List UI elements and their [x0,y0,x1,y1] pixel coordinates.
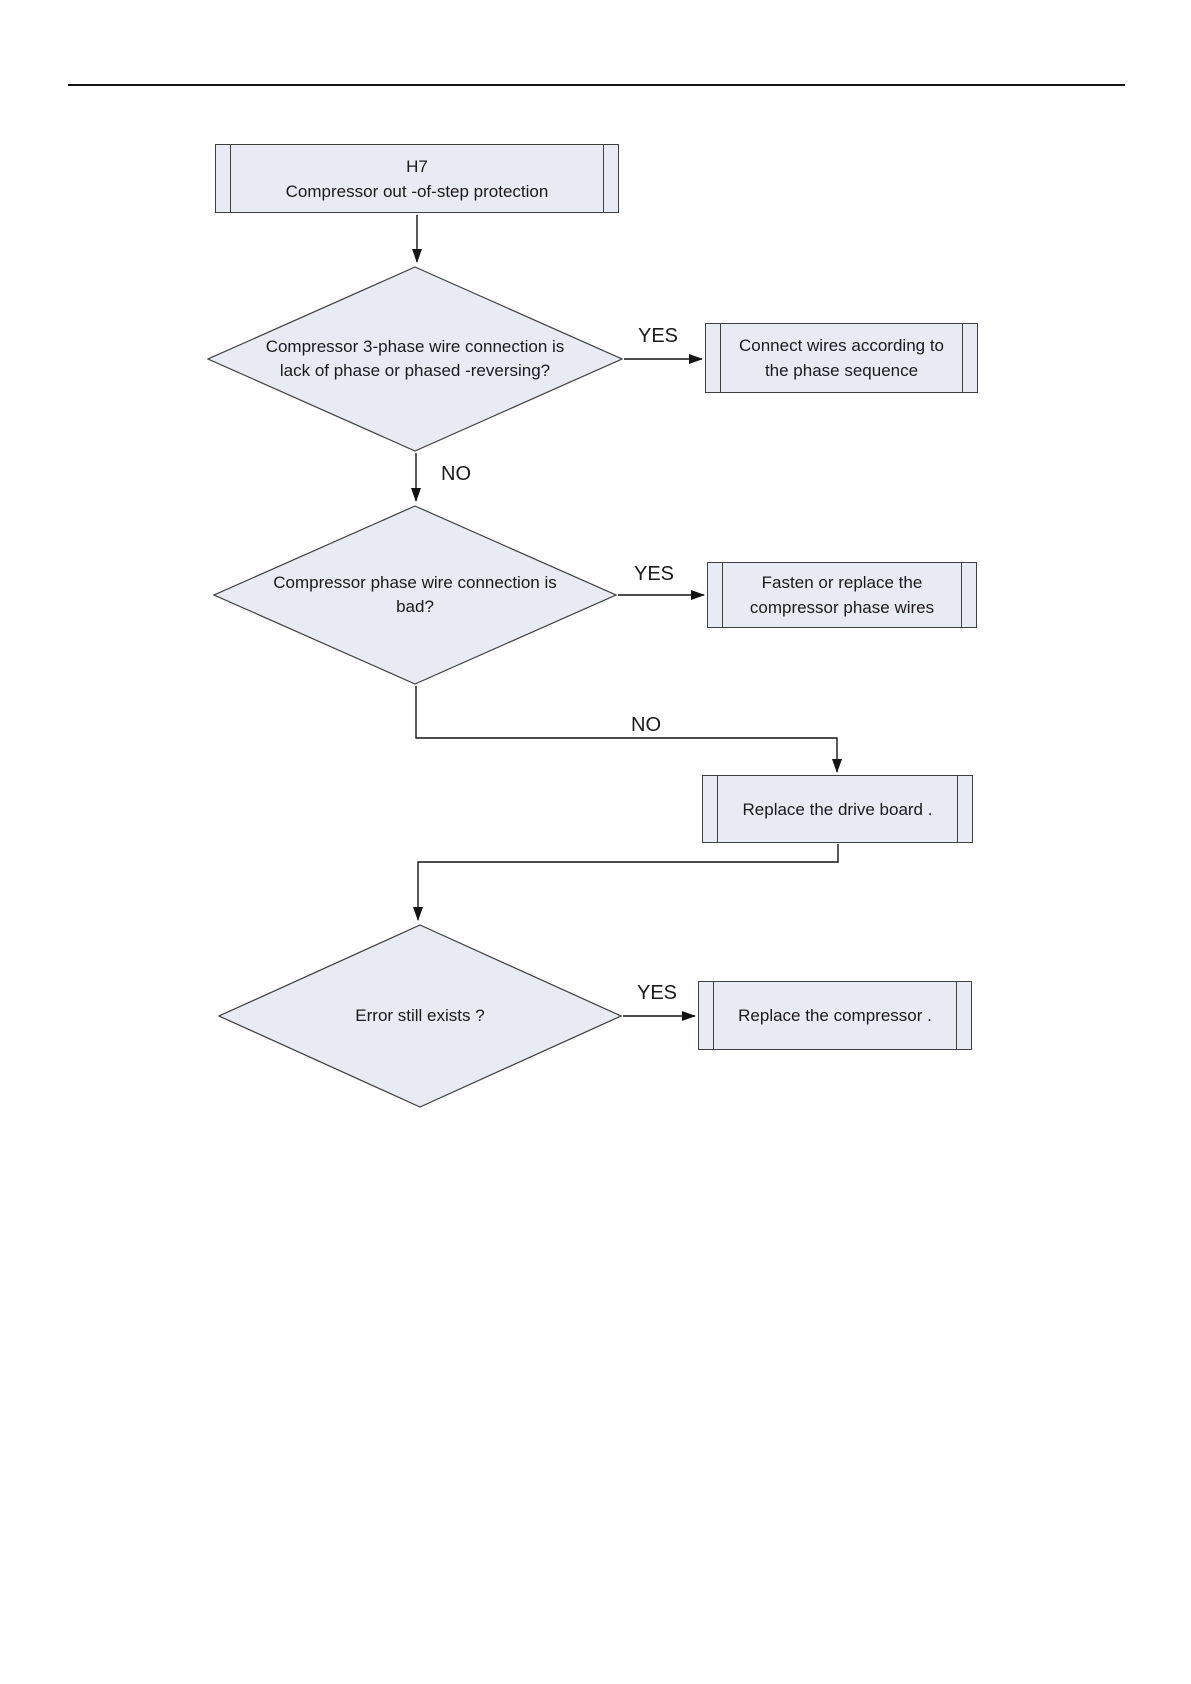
diamond-shape [218,924,622,1108]
action-connect-wires-text: Connect wires according to the phase seq… [724,324,959,392]
diamond-shape [207,266,623,452]
decision-3phase-line1: Compressor 3-phase wire connection is [265,337,565,356]
decision-phase-wire-line1: Compressor phase wire connection is [273,573,557,592]
decision-3phase-line2: lack of phase or phased -reversing? [279,361,551,380]
edge-label-d2-no: NO [631,714,661,736]
decision-phase-wire-bad: Compressor phase wire connection is bad? [213,505,617,685]
diamond-shape [213,505,617,685]
edge-action3-to-decision3 [413,844,839,921]
action-replace-drive-board-line1: Replace the drive board . [742,799,933,819]
edge-label-d2-yes: YES [634,563,675,585]
edge-label-d1-yes: YES [638,325,679,347]
action-fasten-phase-wires-text: Fasten or replace the compressor phase w… [726,563,958,627]
decision-phase-wire-text: Compressor phase wire connection is bad? [219,505,611,685]
action-fasten-phase-wires: Fasten or replace the compressor phase w… [707,562,977,628]
start-node-h7: H7 Compressor out -of-step protection [215,144,619,213]
action-connect-wires-line1: Connect wires according to [738,336,945,355]
decision-3phase-text: Compressor 3-phase wire connection is la… [213,266,617,452]
action-connect-wires: Connect wires according to the phase seq… [705,323,978,393]
action-replace-compressor-text: Replace the compressor . [717,982,953,1049]
page-header-rule [68,84,1125,86]
decision-error-line1: Error still exists ? [355,1006,485,1025]
start-node-subtitle: Compressor out -of-step protection [285,181,549,201]
decision-error-text: Error still exists ? [224,924,616,1108]
action-replace-compressor: Replace the compressor . [698,981,972,1050]
decision-error-still-exists: Error still exists ? [218,924,622,1108]
edge-label-d1-no: NO [441,463,471,485]
decision-phase-wire-line2: bad? [396,597,434,616]
edge-label-d3-yes: YES [637,982,678,1004]
action-connect-wires-line2: the phase sequence [764,361,919,380]
action-fasten-line1: Fasten or replace the [761,573,923,592]
action-fasten-line2: compressor phase wires [749,598,935,617]
start-node-text: H7 Compressor out -of-step protection [234,145,600,212]
start-node-title: H7 [406,156,428,176]
action-replace-drive-board-text: Replace the drive board . [721,776,954,842]
action-replace-compressor-line1: Replace the compressor . [738,1006,932,1025]
decision-3phase-wire-connection: Compressor 3-phase wire connection is la… [207,266,623,452]
edge-decision2-no [415,686,842,773]
action-replace-drive-board: Replace the drive board . [702,775,973,843]
